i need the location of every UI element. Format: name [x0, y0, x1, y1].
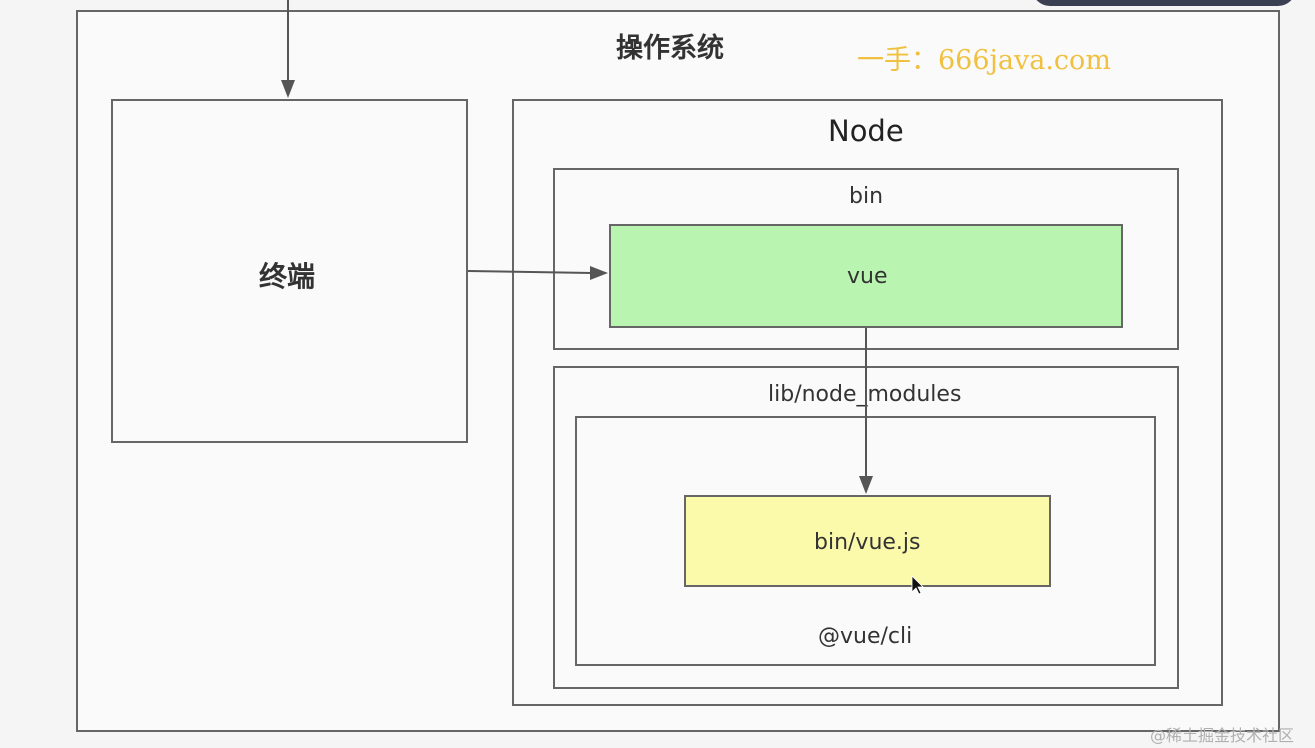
bin-label: bin: [849, 184, 884, 209]
lib-node-modules-label: lib/node_modules: [768, 382, 962, 407]
vue-cli-label: @vue/cli: [818, 624, 913, 649]
os-title: 操作系统: [616, 33, 724, 64]
watermark-top: 一手：666java.com: [857, 45, 1111, 76]
terminal-box: [111, 99, 468, 443]
vue-box: [609, 224, 1123, 328]
mouse-cursor-icon: [911, 575, 924, 595]
terminal-label: 终端: [259, 260, 316, 293]
arrow-down-icon: [281, 0, 295, 98]
node-label: Node: [828, 114, 904, 148]
bin-vue-js-box: [684, 495, 1051, 587]
vue-label: vue: [847, 264, 888, 289]
arrow-down-icon: [859, 328, 873, 494]
watermark-bottom: @稀土掘金技术社区: [1150, 726, 1295, 745]
bin-vue-js-label: bin/vue.js: [814, 530, 921, 555]
window-tab-decoration: [1032, 0, 1296, 6]
arrow-right-icon: [467, 266, 608, 280]
